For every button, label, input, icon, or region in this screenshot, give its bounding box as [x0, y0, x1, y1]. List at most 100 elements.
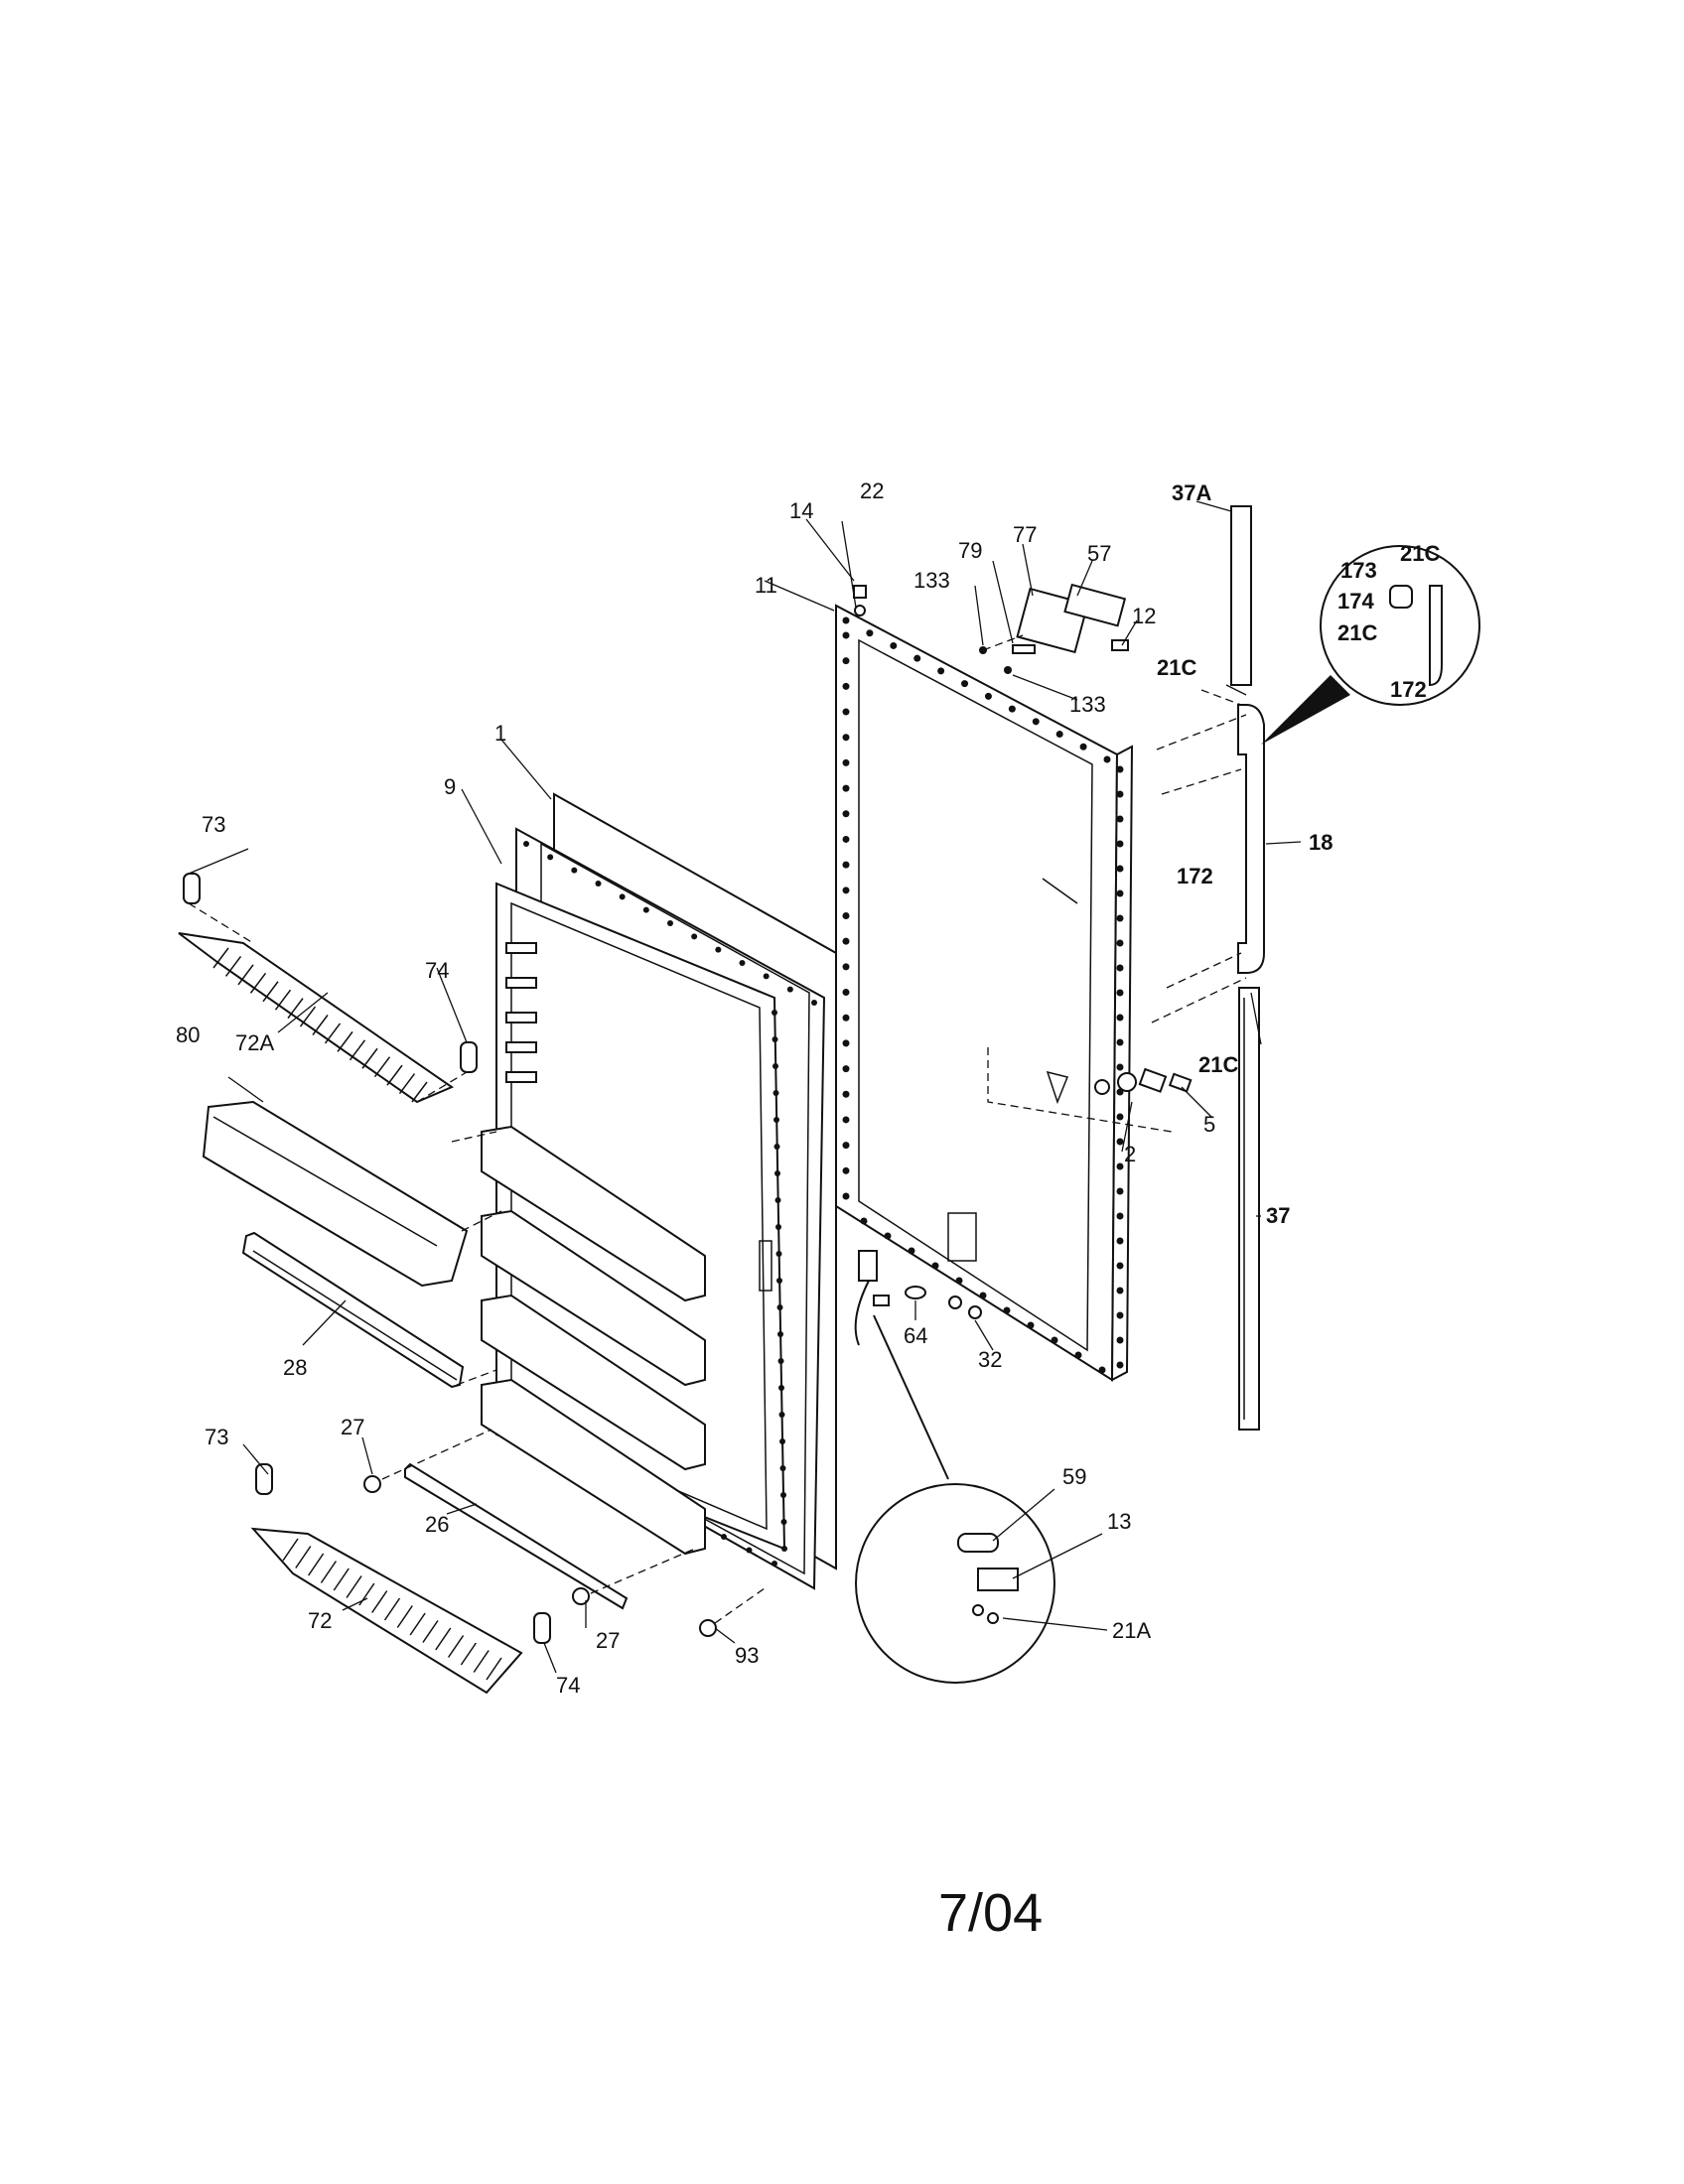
- screw-hole: [842, 1039, 850, 1047]
- screw-hole: [842, 1090, 850, 1098]
- callout-172: 172: [1177, 864, 1213, 888]
- screw-hole: [842, 861, 850, 869]
- screw-hole: [1116, 1336, 1124, 1344]
- callout-12: 12: [1132, 604, 1156, 628]
- screw-hole: [1079, 743, 1087, 751]
- callout-93: 93: [735, 1643, 759, 1668]
- screw-hole: [595, 881, 602, 887]
- screw-hole: [1116, 1311, 1124, 1319]
- screw-hole: [866, 629, 874, 637]
- screw-hole: [842, 937, 850, 945]
- callout-27-bottom: 27: [596, 1628, 620, 1653]
- screw-hole: [913, 654, 921, 662]
- shelf-rib: [299, 1006, 317, 1027]
- screw-hole: [842, 1116, 850, 1124]
- shelf-rib: [212, 947, 229, 969]
- callout-172-detail: 172: [1390, 677, 1427, 702]
- screw-hole: [779, 1438, 785, 1444]
- shelf-rib: [295, 1546, 312, 1569]
- screw-hole: [547, 854, 554, 861]
- screw-hole: [1008, 705, 1016, 713]
- shelf-rib: [409, 1612, 426, 1636]
- shelf-rib: [237, 964, 254, 986]
- screw-hole: [1055, 731, 1063, 739]
- screw-hole: [1116, 939, 1124, 947]
- shelf-rail-28: [241, 1231, 465, 1389]
- screw-hole: [979, 1292, 987, 1299]
- callout-173: 173: [1340, 558, 1377, 583]
- shelf-rib: [361, 1047, 378, 1069]
- screw-hole: [1116, 989, 1124, 997]
- screw-hole: [746, 1547, 753, 1554]
- screw-hole: [777, 1358, 784, 1364]
- callout-72A: 72A: [235, 1030, 274, 1055]
- handle-and-trims: [1230, 505, 1265, 1431]
- callout-14: 14: [789, 498, 813, 523]
- screw-hole: [619, 893, 626, 900]
- screw-hole: [772, 1063, 778, 1069]
- callout-73-top: 73: [202, 812, 225, 837]
- callout-11: 11: [755, 573, 777, 598]
- date-code: 7/04: [938, 1883, 1043, 1943]
- callout-21C-upper: 21C: [1157, 655, 1196, 680]
- screw-hole: [780, 1519, 787, 1525]
- shelf-rib: [373, 1056, 391, 1078]
- screw-hole: [1116, 1212, 1124, 1220]
- shelf-rib: [224, 955, 242, 977]
- callout-77: 77: [1013, 522, 1037, 547]
- screw-hole: [890, 641, 898, 649]
- shelf-rib: [486, 1657, 502, 1681]
- shelf-rib: [337, 1030, 353, 1052]
- screw-hole: [842, 887, 850, 894]
- screw-hole: [860, 1217, 868, 1225]
- shelf-rib: [333, 1568, 350, 1591]
- screw-hole: [774, 1197, 781, 1203]
- callout-28: 28: [283, 1355, 307, 1380]
- screw-hole: [842, 758, 850, 766]
- screw-hole: [1103, 755, 1111, 763]
- screw-hole: [1003, 1306, 1011, 1314]
- callout-79: 79: [958, 538, 982, 563]
- callout-27-top: 27: [341, 1415, 364, 1439]
- shelf-rib: [473, 1650, 490, 1673]
- callout-5: 5: [1203, 1112, 1215, 1137]
- screw-hole: [842, 989, 850, 997]
- screw-hole: [642, 906, 649, 913]
- lock-parts: [1094, 1067, 1193, 1095]
- screw-hole: [778, 1412, 785, 1418]
- screw-hole: [1116, 840, 1124, 848]
- callout-32: 32: [978, 1347, 1002, 1372]
- screw-hole: [772, 1010, 777, 1016]
- callout-174: 174: [1337, 589, 1374, 614]
- screw-hole: [842, 708, 850, 716]
- screw-hole: [842, 835, 850, 843]
- screw-hole: [842, 810, 850, 818]
- shelf-rib: [308, 1553, 325, 1576]
- callout-57: 57: [1087, 541, 1111, 566]
- screw-hole: [842, 963, 850, 971]
- callout-9: 9: [444, 774, 456, 799]
- shelf-rib: [346, 1575, 362, 1598]
- detail-circle-handle: [1261, 545, 1480, 745]
- screw-hole: [1098, 1366, 1106, 1374]
- callout-74-bottom: 74: [556, 1673, 580, 1698]
- door-liner-assembly: [481, 792, 837, 1590]
- screw-hole: [721, 1534, 727, 1540]
- callout-18: 18: [1309, 830, 1333, 855]
- screw-hole: [1051, 1336, 1058, 1344]
- screw-hole: [776, 1304, 783, 1310]
- shelf-rib: [349, 1039, 366, 1061]
- callout-26: 26: [425, 1512, 449, 1537]
- callout-37: 37: [1266, 1203, 1290, 1228]
- screw-hole: [775, 1224, 781, 1230]
- screw-hole: [773, 1117, 779, 1123]
- shelf-rib: [435, 1627, 452, 1651]
- screw-hole: [667, 920, 673, 926]
- callout-133-bottom: 133: [1069, 692, 1106, 717]
- screw-hole: [1116, 1138, 1124, 1146]
- screw-hole: [1116, 1237, 1124, 1245]
- screw-hole: [1027, 1321, 1035, 1329]
- shelf-rod-26: [404, 1462, 629, 1610]
- screw-hole: [908, 1247, 915, 1255]
- brackets: [183, 873, 551, 1644]
